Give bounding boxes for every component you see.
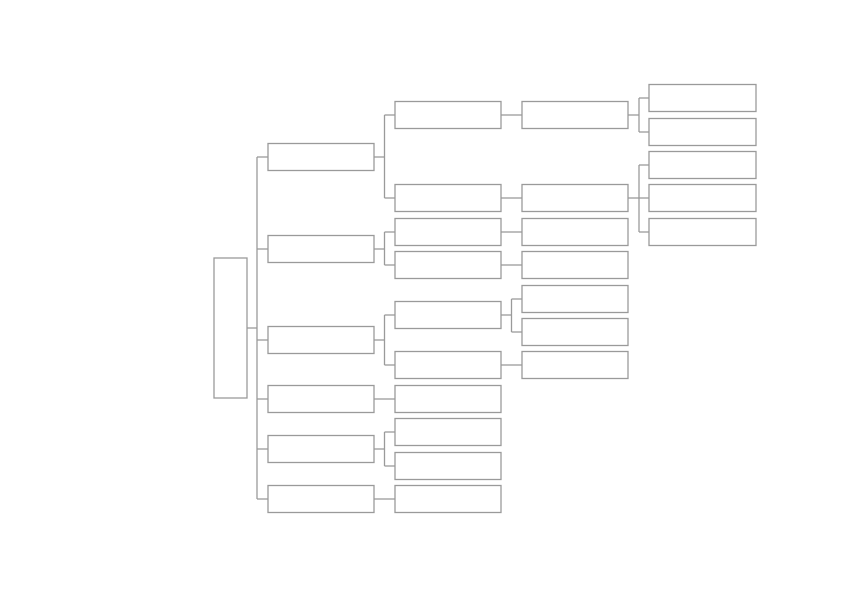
- tree-node-level-1: [267, 484, 375, 514]
- node-box: [521, 284, 629, 314]
- tree-node-level-4: [648, 117, 757, 147]
- tree-node-level-2: [394, 484, 502, 514]
- tree-node-level-1: [267, 142, 375, 172]
- tree-node-level-2: [394, 451, 502, 481]
- tree-node-level-4: [648, 83, 757, 113]
- node-box: [267, 325, 375, 355]
- node-box: [521, 250, 629, 280]
- tree-node-level-3: [521, 100, 629, 130]
- tree-node-level-1: [267, 384, 375, 414]
- tree-node-level-1: [267, 325, 375, 355]
- node-box: [267, 434, 375, 464]
- tree-node-level-2: [394, 384, 502, 414]
- node-box: [267, 234, 375, 264]
- tree-node-level-2: [394, 183, 502, 213]
- tree-node-level-2: [394, 417, 502, 447]
- node-box: [394, 183, 502, 213]
- node-box: [648, 183, 757, 213]
- node-box: [394, 451, 502, 481]
- node-box: [394, 384, 502, 414]
- node-box: [648, 83, 757, 113]
- node-box: [267, 484, 375, 514]
- tree-node-level-3: [521, 284, 629, 314]
- tree-node-level-2: [394, 100, 502, 130]
- node-box: [394, 350, 502, 380]
- tree-node-level-3: [521, 317, 629, 347]
- tree-node-level-3: [521, 350, 629, 380]
- node-box: [394, 300, 502, 330]
- node-box: [648, 217, 757, 247]
- node-box: [648, 117, 757, 147]
- node-box: [521, 183, 629, 213]
- node-box: [394, 417, 502, 447]
- tree-node-level-1: [267, 434, 375, 464]
- node-box: [394, 217, 502, 247]
- connector-lines: [247, 97, 649, 500]
- node-box: [521, 350, 629, 380]
- node-box: [521, 217, 629, 247]
- node-box: [394, 484, 502, 514]
- tree-node-level-2: [394, 300, 502, 330]
- tree-node-level-3: [521, 250, 629, 280]
- root-node: [213, 257, 248, 399]
- tree-node-level-3: [521, 183, 629, 213]
- node-box: [267, 142, 375, 172]
- node-box: [394, 100, 502, 130]
- node-box: [213, 257, 248, 399]
- node-box: [521, 317, 629, 347]
- tree-node-level-2: [394, 217, 502, 247]
- tree-node-level-2: [394, 350, 502, 380]
- tree-node-level-2: [394, 250, 502, 280]
- tree-node-level-3: [521, 217, 629, 247]
- tree-node-level-4: [648, 150, 757, 180]
- tree-node-level-1: [267, 234, 375, 264]
- tree-node-level-4: [648, 217, 757, 247]
- node-box: [648, 150, 757, 180]
- tree-node-level-4: [648, 183, 757, 213]
- node-box: [267, 384, 375, 414]
- node-boxes: [213, 83, 757, 514]
- node-box: [394, 250, 502, 280]
- node-box: [521, 100, 629, 130]
